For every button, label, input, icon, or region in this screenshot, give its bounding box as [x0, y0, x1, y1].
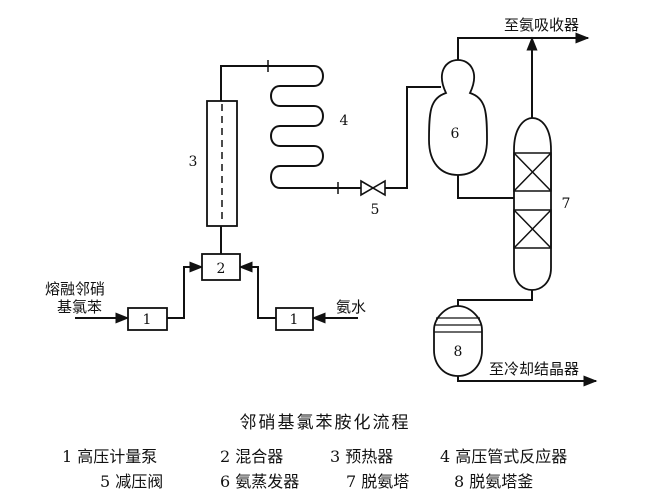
label-to-absorber: 至氨吸收器: [504, 16, 579, 34]
stripper-kettle: [433, 305, 483, 377]
preheater-number: 3: [189, 154, 198, 170]
reactor-coil: [268, 65, 338, 189]
valve-number: 5: [371, 202, 380, 218]
mixer-number: 2: [217, 261, 226, 277]
ammonia-stripper-tower: [513, 117, 552, 291]
legend-item-1: 1 高压计量泵: [62, 447, 158, 466]
line-pump-left-to-mixer: [167, 261, 204, 319]
pump-right-number: 1: [290, 312, 299, 328]
line-valve-to-evaporator: [385, 86, 441, 189]
kettle-number: 8: [454, 344, 463, 360]
pump-left-number: 1: [143, 312, 152, 328]
legend-item-7: 7 脱氨塔: [346, 472, 410, 491]
legend-item-3: 3 预热器: [330, 447, 394, 466]
kettle-internals: [434, 317, 482, 333]
line-evaporator-to-absorber: [457, 32, 590, 60]
line-pump-right-to-mixer: [238, 261, 276, 319]
line-kettle-to-crystallizer: [457, 375, 598, 387]
feed-label-ammonia: 氨水: [336, 298, 366, 316]
ammonia-evaporator: [428, 59, 488, 176]
legend-item-2: 2 混合器: [220, 447, 284, 466]
mixer: [201, 253, 241, 281]
stripper-packing: [513, 152, 552, 249]
legend-item-6: 6 氨蒸发器: [220, 472, 300, 491]
figure-caption: 邻硝基氯苯胺化流程: [239, 413, 411, 433]
legend-item-4: 4 高压管式反应器: [440, 447, 568, 466]
feed-label-left-line1: 熔融邻硝: [45, 280, 105, 298]
evaporator-number: 6: [451, 126, 460, 142]
stripper-number: 7: [562, 196, 571, 212]
label-to-crystallizer: 至冷却结晶器: [489, 360, 579, 378]
legend-item-8: 8 脱氨塔釜: [454, 472, 534, 491]
reactor-number: 4: [340, 113, 349, 129]
legend-item-5: 5 减压阀: [100, 472, 164, 491]
line-preheater-to-reactor: [220, 65, 268, 101]
feed-label-left-line2: 基氯苯: [57, 298, 102, 316]
pressure-reducing-valve: [360, 179, 386, 197]
line-evaporator-to-stripper: [457, 175, 514, 199]
